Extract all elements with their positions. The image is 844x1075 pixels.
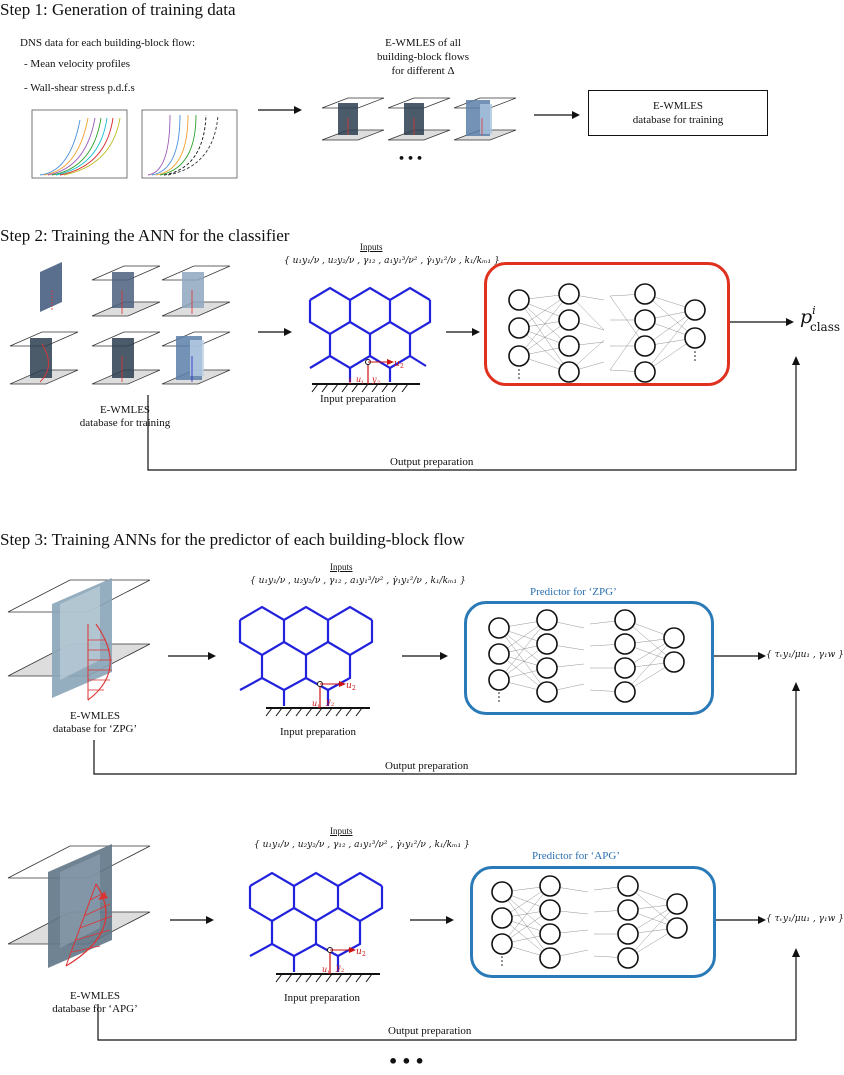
svg-text:2: 2	[377, 380, 380, 386]
step3-title: Step 3: Training ANNs for the predictor …	[0, 530, 465, 549]
svg-text:1: 1	[327, 970, 330, 976]
zpg-output-formula: { τᵥу₁/μu₁ , γ₁w }	[766, 650, 844, 660]
ewmles-all-label: E-WMLES of all building-block flows for …	[348, 36, 498, 78]
svg-text:2: 2	[352, 685, 356, 692]
apg-output-formula: { τᵥу₁/μu₁ , γ₁w }	[766, 914, 844, 924]
step2-title: Step 2: Training the ANN for the classif…	[0, 226, 290, 245]
bullet-wall-shear: - Wall-shear stress p.d.f.s	[24, 82, 135, 94]
svg-text:2: 2	[362, 951, 366, 958]
svg-text:2: 2	[331, 702, 334, 708]
zpg-hex-mesh	[238, 605, 374, 706]
ewmles-all-line3: for different Δ	[391, 65, 455, 77]
step1-title: Step 1: Generation of training data	[0, 0, 236, 19]
zpg-database-line2: database for ‘ZPG’	[52, 723, 138, 735]
ewmles-all-line2: building-block flows	[377, 51, 469, 63]
zpg-inputs-formula: { u₁y₁/ν , u₂y₂/ν , γ₁₂ , a₁y₁³/ν² , γ̇₁…	[250, 576, 466, 586]
svg-text:u: u	[322, 965, 327, 974]
step2-database-label: E-WMLES database for training	[50, 404, 200, 430]
database-box-line2: database for training	[632, 114, 724, 126]
zpg-database-line1: E-WMLES	[69, 710, 121, 722]
classifier-channel-a	[40, 262, 62, 312]
classifier-channel-e	[91, 331, 161, 385]
velocity-annotation	[349, 359, 394, 384]
output-sup: i	[812, 304, 816, 317]
classifier-output: pi class	[800, 304, 840, 334]
svg-text:2: 2	[341, 968, 344, 974]
apg-output-preparation: Output preparation	[388, 1025, 472, 1037]
svg-text:u: u	[312, 699, 317, 708]
svg-text:u: u	[356, 947, 362, 957]
step2-inputs-formula: { u₁y₁/ν , u₂y₂/ν , γ₁₂ , a₁y₁³/ν² , γ̇₁…	[284, 256, 500, 266]
step2-database-line2: database for training	[79, 417, 171, 429]
step2-input-preparation: Input preparation	[320, 393, 397, 405]
apg-input-preparation: Input preparation	[284, 992, 361, 1004]
apg-database-label: E-WMLES database for ‘APG’	[20, 990, 170, 1016]
velocity-profile-plot	[31, 109, 128, 179]
database-for-training-box: E-WMLES database for training	[588, 90, 768, 136]
dns-heading: DNS data for each building-block flow:	[20, 37, 196, 49]
ewmles-all-line1: E-WMLES of all	[385, 37, 461, 49]
apg-inputs-label: Inputs	[330, 826, 353, 836]
bottom-ellipsis: •••	[388, 1052, 428, 1071]
apg-predictor-title: Predictor for ‘APG’	[532, 850, 620, 862]
zpg-output-preparation: Output preparation	[385, 760, 469, 772]
svg-text:u: u	[394, 359, 400, 369]
zpg-channel	[7, 578, 151, 701]
shear-pdf-plot	[141, 109, 238, 179]
bullet-mean-velocity: - Mean velocity profiles	[24, 58, 130, 70]
ewmles-channel-1	[321, 97, 385, 141]
ewmles-channel-2	[387, 97, 451, 141]
apg-channel	[7, 844, 151, 968]
zpg-inputs-label: Inputs	[330, 562, 353, 572]
output-sub: class	[810, 320, 841, 334]
svg-text:y: y	[325, 697, 331, 706]
svg-text:1: 1	[361, 380, 364, 386]
svg-text:2: 2	[400, 363, 404, 370]
svg-text:y: y	[371, 375, 377, 384]
zpg-input-preparation: Input preparation	[280, 726, 357, 738]
svg-text:u: u	[346, 681, 352, 691]
classifier-channel-f	[161, 331, 231, 385]
apg-inputs-formula: { u₁y₁/ν , u₂y₂/ν , γ₁₂ , a₁y₁³/ν² , γ̇₁…	[254, 840, 470, 850]
step2-database-line1: E-WMLES	[99, 404, 151, 416]
step1-ellipsis: •••	[398, 152, 426, 165]
svg-text:1: 1	[317, 704, 320, 710]
apg-database-line1: E-WMLES	[69, 990, 121, 1002]
database-box-line1: E-WMLES	[652, 100, 704, 112]
svg-text:u: u	[356, 375, 361, 384]
zpg-database-label: E-WMLES database for ‘ZPG’	[20, 710, 170, 736]
zpg-predictor-title: Predictor for ‘ZPG’	[530, 586, 617, 598]
classifier-channel-d	[9, 331, 79, 385]
output-symbol: p	[800, 306, 813, 328]
ewmles-channel-3	[453, 97, 517, 141]
step2-inputs-label: Inputs	[360, 242, 383, 252]
classifier-channel-b	[91, 265, 161, 317]
svg-text:y: y	[335, 963, 341, 972]
step2-output-preparation: Output preparation	[390, 456, 474, 468]
classifier-channel-c	[161, 265, 231, 317]
apg-database-line2: database for ‘APG’	[52, 1003, 138, 1015]
